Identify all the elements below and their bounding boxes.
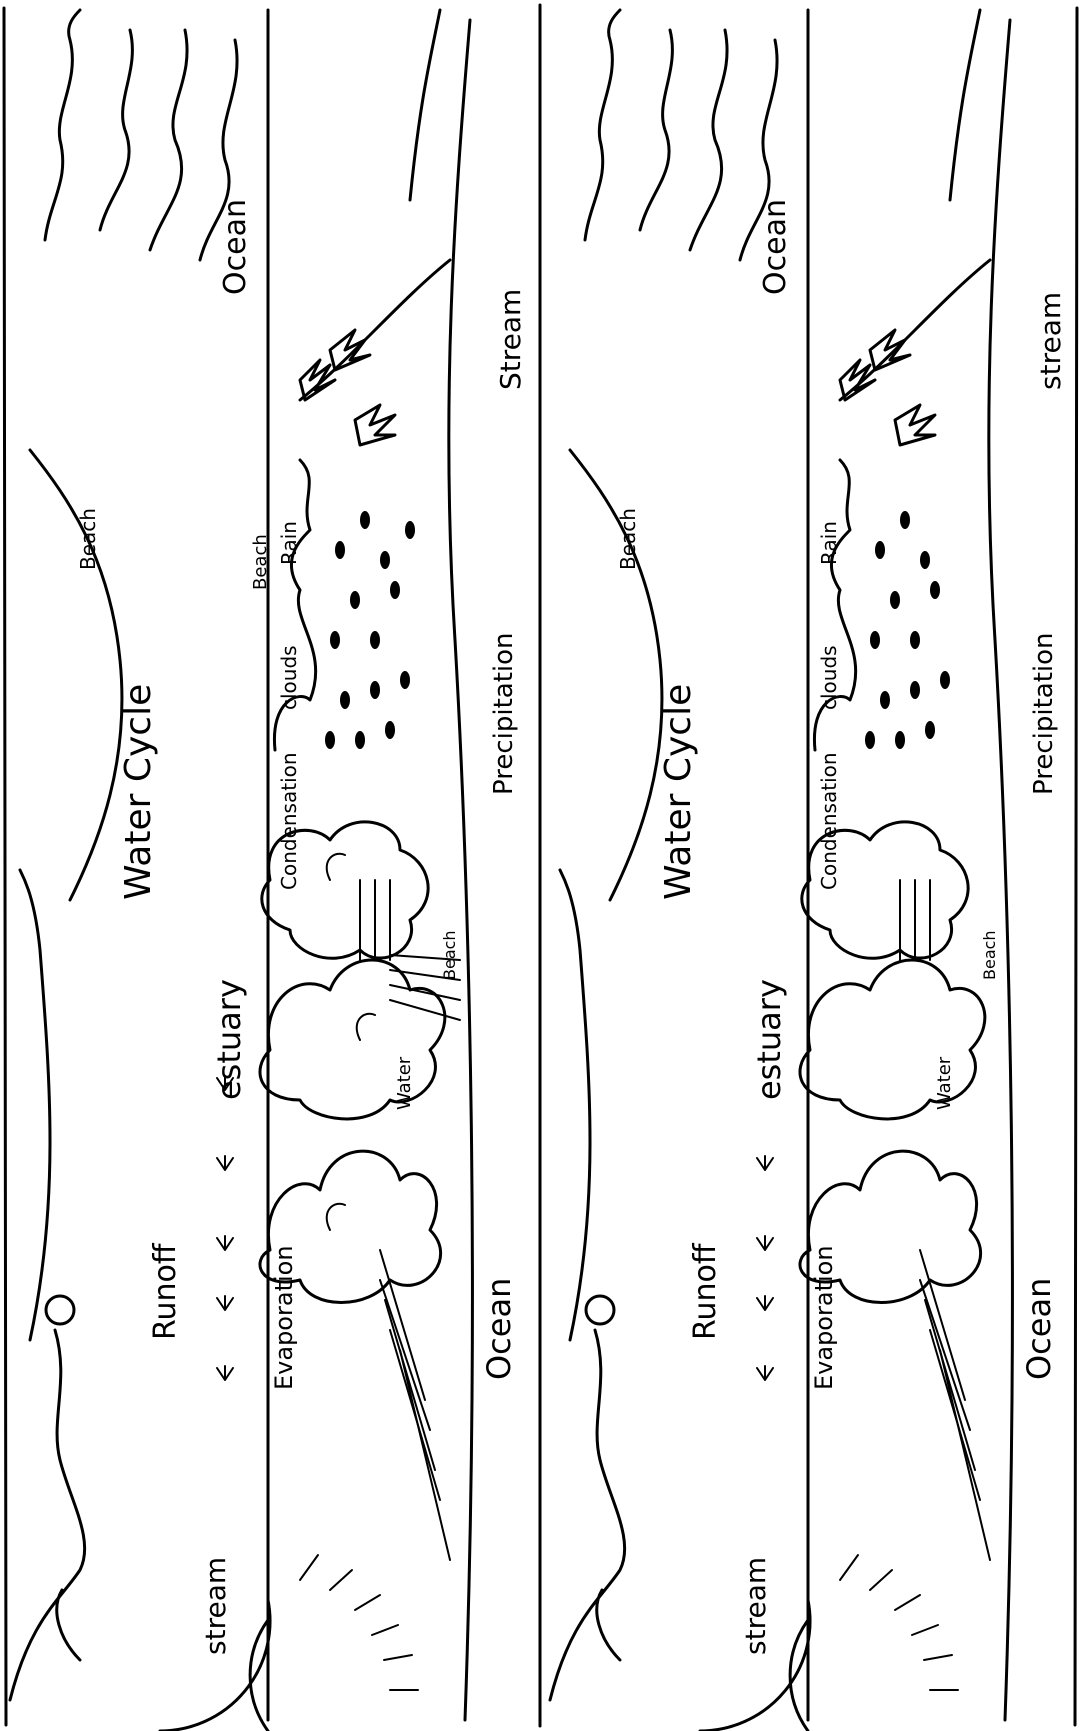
hillside-line: [840, 260, 990, 400]
ocean-waves: [585, 10, 777, 260]
label-beach-mid: Beach: [250, 534, 271, 590]
left-border: [4, 8, 6, 1725]
label-condensation: Condensation: [817, 752, 841, 890]
land-edge-left: [560, 870, 590, 1340]
label-stream-right: stream: [1034, 292, 1067, 390]
reeds: [217, 1076, 233, 1380]
label-beach-low: Beach: [980, 930, 999, 980]
label-water-cycle: Water Cycle: [658, 684, 699, 900]
label-ocean-top: Ocean: [218, 199, 253, 295]
label-estuary: estuary: [210, 979, 248, 1100]
shrub-icon: [46, 1296, 74, 1324]
reeds: [757, 1156, 773, 1380]
shore-line: [449, 20, 473, 1720]
stream-bank: [410, 10, 440, 200]
label-evaporation: Evaporation: [810, 1245, 838, 1390]
label-water-cycle: Water Cycle: [118, 684, 159, 900]
land-edge-left: [20, 870, 50, 1340]
label-beach-top: Beach: [616, 508, 640, 570]
label-evaporation: Evaporation: [270, 1245, 298, 1390]
label-rain: Rain: [277, 521, 301, 565]
strip-2: stream Runoff estuary Water Cycle Beach …: [550, 10, 1067, 1731]
ocean-waves: [45, 10, 237, 260]
mountain-ridge: [57, 1590, 80, 1660]
steam-cloud: [260, 822, 445, 1303]
mountain-outline: [10, 1330, 85, 1700]
rain-drops: [865, 511, 950, 749]
label-condensation: Condensation: [277, 752, 301, 890]
label-ocean-bottom: Ocean: [1020, 1278, 1058, 1380]
hillside-line: [300, 260, 450, 400]
label-estuary: estuary: [750, 979, 788, 1100]
label-beach-top: Beach: [76, 508, 100, 570]
label-runoff: Runoff: [148, 1242, 183, 1340]
label-stream-left: stream: [199, 1557, 232, 1655]
rain-drops: [325, 511, 415, 749]
label-stream-right: Stream: [494, 289, 527, 390]
label-ocean-bottom: Ocean: [480, 1278, 518, 1380]
label-stream-left: stream: [739, 1557, 772, 1655]
label-clouds: clouds: [277, 645, 301, 710]
label-rain: Rain: [817, 521, 841, 565]
label-clouds: clouds: [817, 645, 841, 710]
stream-bank: [950, 10, 980, 200]
label-ocean-top: Ocean: [758, 199, 793, 295]
label-beach-low: Beach: [440, 930, 459, 980]
shrub-icon: [586, 1296, 614, 1324]
strip-1: stream Runoff estuary Water Cycle Beach …: [10, 10, 527, 1731]
label-water: Water: [934, 1056, 955, 1110]
sun-rays-hatching: [360, 880, 460, 1560]
label-precipitation: Precipitation: [1029, 632, 1059, 795]
label-precipitation: Precipitation: [489, 632, 519, 795]
mountain-ridge: [597, 1590, 620, 1660]
shore-line: [989, 20, 1013, 1720]
label-runoff: Runoff: [688, 1242, 723, 1340]
label-water: Water: [394, 1056, 415, 1110]
mountain-outline: [550, 1330, 625, 1700]
sun-rays-hatching: [900, 880, 990, 1560]
right-border: [1075, 8, 1077, 1725]
steam-cloud: [800, 822, 985, 1303]
